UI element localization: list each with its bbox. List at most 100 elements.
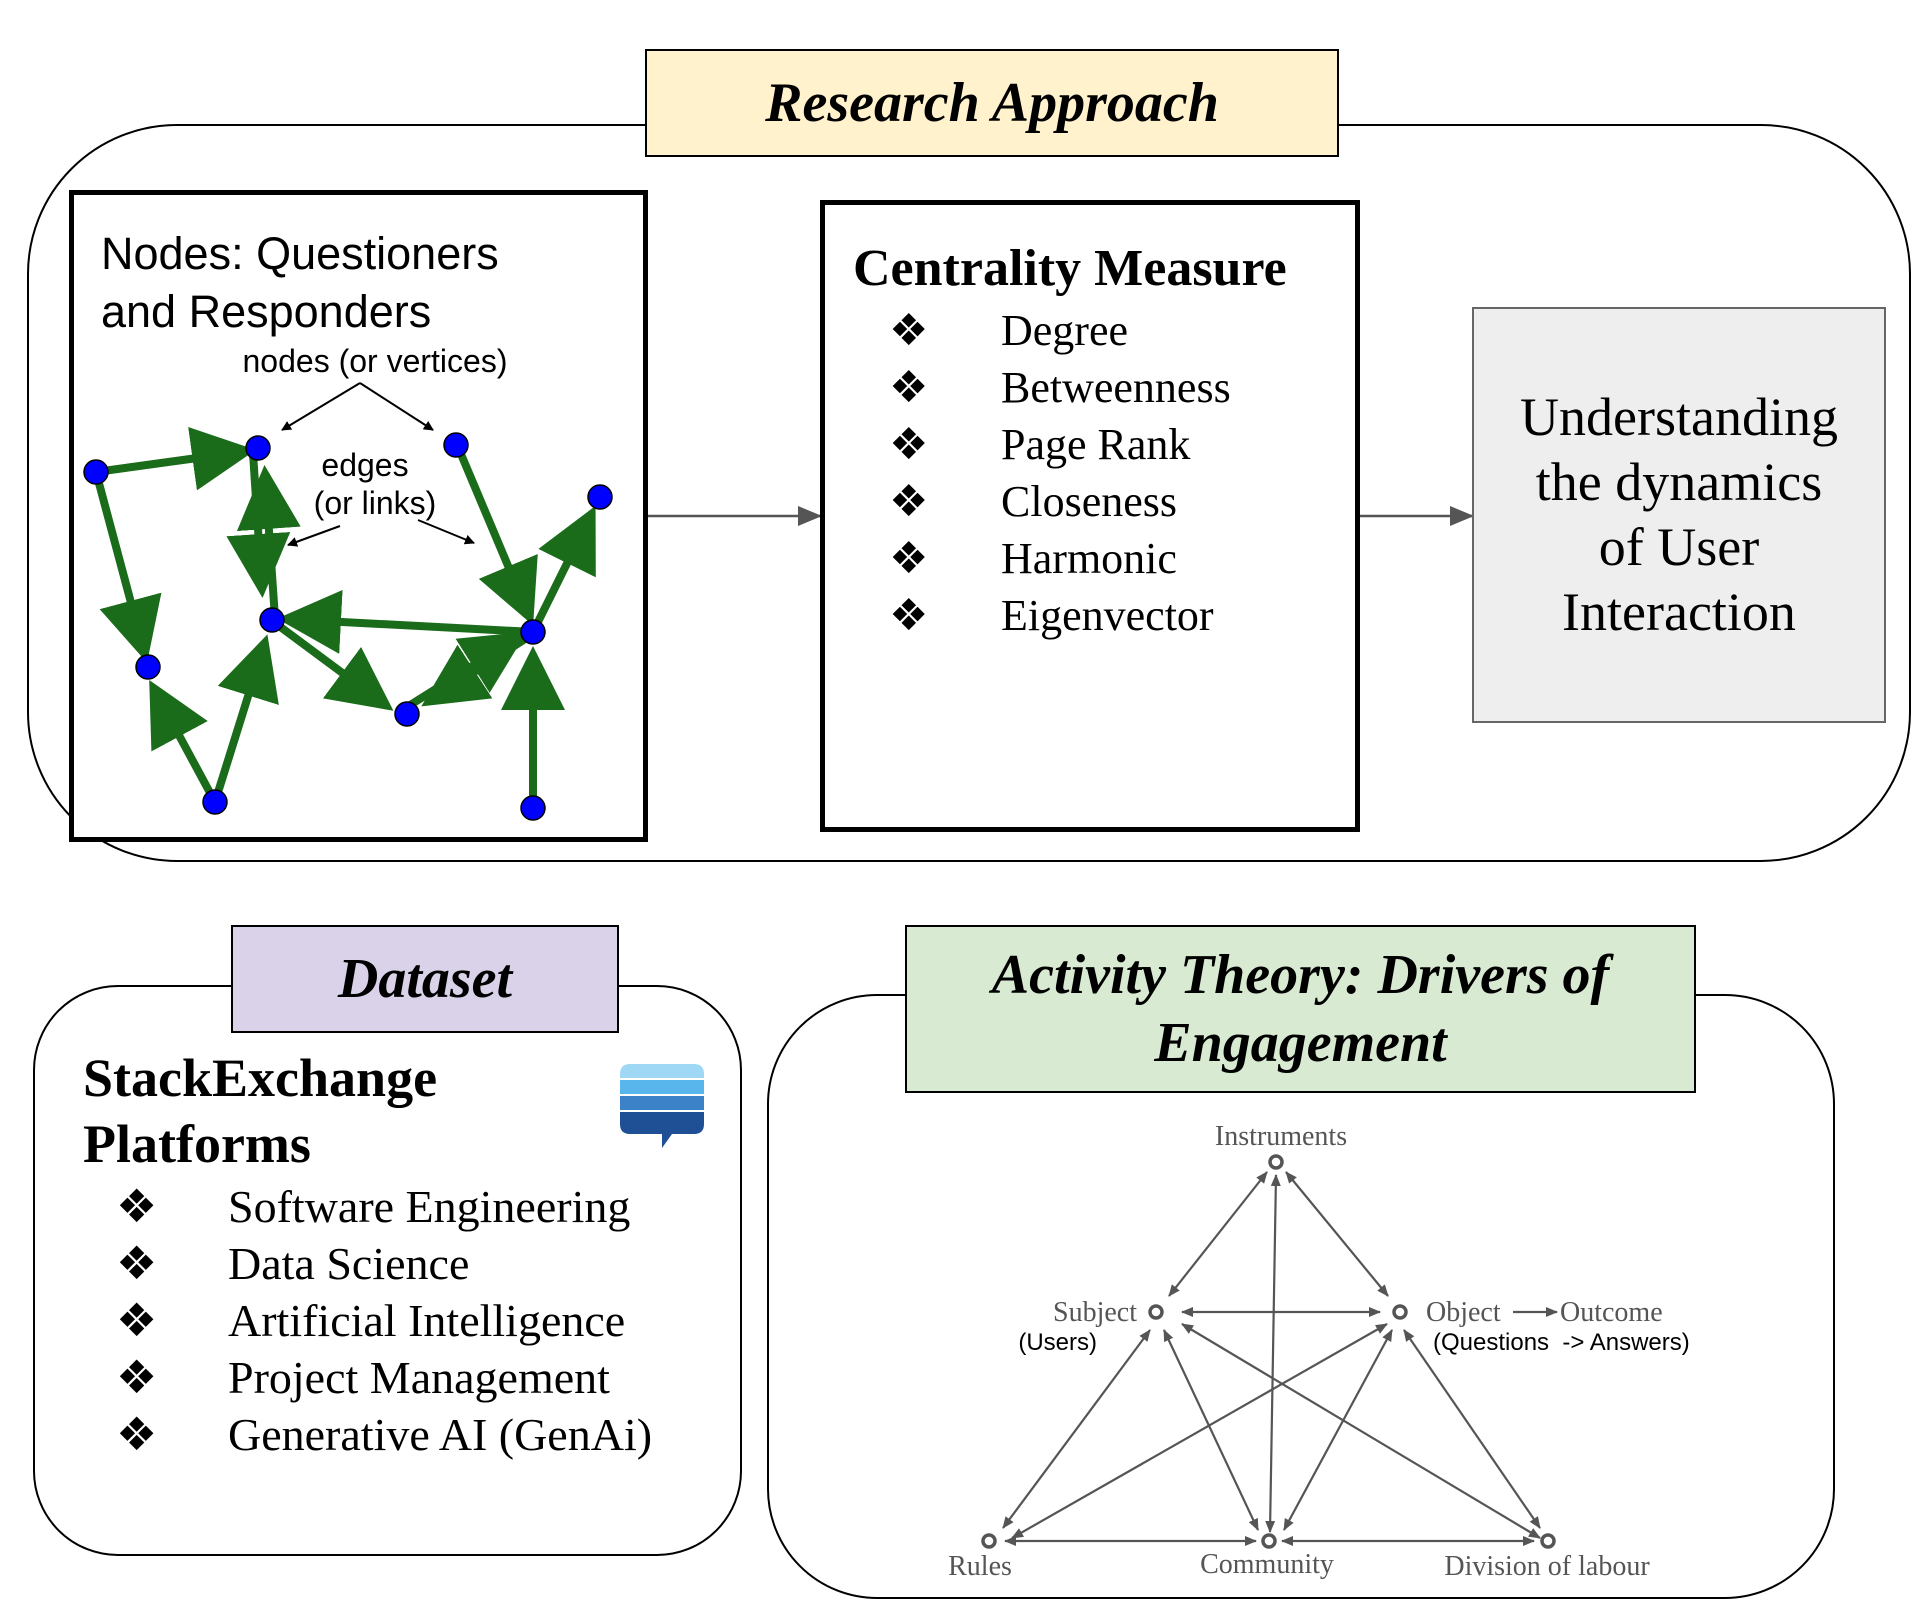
node-subject <box>1148 1304 1164 1320</box>
dataset-item-label: Software Engineering <box>228 1181 631 1232</box>
bullet-icon: ❖ <box>116 1293 158 1347</box>
dataset-item-data-science: ❖ Data Science <box>116 1235 716 1292</box>
graph-node <box>520 619 546 645</box>
edges-label-line1: edges <box>321 447 408 483</box>
graph-edges <box>92 426 596 807</box>
nodes-pointer-right <box>359 382 434 431</box>
dataset-item-software-engineering: ❖ Software Engineering <box>116 1178 716 1235</box>
bullet-icon: ❖ <box>116 1407 158 1461</box>
centrality-item-pagerank: ❖ Page Rank <box>889 416 1329 473</box>
label-division: Division of labour <box>1444 1551 1650 1582</box>
centrality-item-label: Eigenvector <box>1001 591 1214 640</box>
research-approach-title-text: Research Approach <box>765 72 1219 134</box>
label-subject-sub: (Users) <box>1018 1329 1097 1356</box>
outcome-line2: the dynamics <box>1535 452 1823 512</box>
graph-node <box>587 484 613 510</box>
dataset-item-generative-ai: ❖ Generative AI (GenAi) <box>116 1406 716 1463</box>
edge <box>454 445 538 626</box>
node-community <box>1261 1533 1277 1549</box>
graph-node <box>259 607 285 633</box>
outcome-line1: Understanding <box>1520 387 1838 447</box>
edge <box>211 634 279 804</box>
dataset-heading-line1: StackExchange <box>83 1048 438 1108</box>
outcome-line4: Interaction <box>1562 582 1796 642</box>
graph-node <box>83 459 109 485</box>
label-rules: Rules <box>948 1551 1012 1582</box>
edge-instruments-subject <box>1168 1171 1268 1297</box>
edge-object-division <box>1403 1329 1541 1529</box>
bullet-icon: ❖ <box>889 419 929 470</box>
centrality-item-closeness: ❖ Closeness <box>889 473 1329 530</box>
outcome-line3: of User <box>1598 517 1760 577</box>
edges-pointer-left <box>287 525 341 547</box>
node-rules <box>981 1533 997 1549</box>
edge <box>95 426 256 491</box>
activity-edges <box>1002 1171 1558 1546</box>
activity-theory-title: Activity Theory: Drivers of Engagement <box>905 925 1696 1093</box>
edge-subject-rules <box>1002 1329 1151 1529</box>
dataset-title: Dataset <box>231 925 619 1033</box>
graph-nodes <box>83 432 613 821</box>
bullet-icon: ❖ <box>889 590 929 641</box>
dataset-item-label: Project Management <box>228 1352 610 1403</box>
label-object: Object <box>1426 1297 1501 1328</box>
edge <box>92 470 162 663</box>
edges-label-line2: (or links) <box>314 485 437 521</box>
edge-object-community <box>1283 1329 1393 1531</box>
centrality-item-harmonic: ❖Harmonic <box>889 530 1329 587</box>
node-object <box>1392 1304 1408 1320</box>
graph-node <box>443 432 469 458</box>
edge <box>149 679 219 804</box>
dataset-title-text: Dataset <box>337 948 513 1010</box>
dataset-item-label: Generative AI (GenAi) <box>228 1409 653 1460</box>
centrality-list: ❖Degree ❖ Betweenness ❖ Page Rank ❖ Closene… <box>889 302 1329 644</box>
centrality-title: Centrality Measure <box>853 240 1287 297</box>
bullet-icon: ❖ <box>116 1236 158 1290</box>
graph-heading-line1: Nodes: Questioners <box>101 228 499 279</box>
edge <box>277 589 534 654</box>
dataset-item-artificial-intelligence: ❖ Artificial Intelligence <box>116 1292 716 1349</box>
research-approach-title: Research Approach <box>645 49 1339 157</box>
activity-labels: Instruments Subject (Users) Object Outco… <box>948 1121 1690 1582</box>
bullet-icon: ❖ <box>116 1350 158 1404</box>
centrality-item-label: Closeness <box>1001 477 1177 526</box>
graph-node <box>245 435 271 461</box>
graph-panel-heading: Nodes: Questioners and Responders <box>101 225 499 341</box>
nodes-pointer-left <box>281 382 361 431</box>
centrality-item-label: Page Rank <box>1001 420 1191 469</box>
activity-title-line2: Engagement <box>1154 1012 1447 1074</box>
centrality-item-label: Betweenness <box>1001 363 1231 412</box>
activity-title-line1: Activity Theory: Drivers of <box>991 944 1610 1006</box>
label-outcome: Outcome <box>1560 1297 1663 1328</box>
edge <box>236 465 301 619</box>
bullet-icon: ❖ <box>889 533 929 584</box>
bullet-icon: ❖ <box>889 305 929 356</box>
edges-pointer-right <box>417 519 475 545</box>
label-subject: Subject <box>1053 1297 1137 1328</box>
dataset-item-label: Data Science <box>228 1238 470 1289</box>
edge <box>268 616 394 711</box>
node-instruments <box>1268 1154 1284 1170</box>
dataset-heading: StackExchange Platforms <box>83 1045 437 1177</box>
dataset-list: ❖ Software Engineering ❖ Data Science ❖ Art… <box>116 1178 716 1463</box>
label-object-sub: (Questions -> Answers) <box>1433 1329 1690 1356</box>
centrality-item-degree: ❖Degree <box>889 302 1329 359</box>
centrality-panel: Centrality Measure ❖Degree ❖ Betweenness … <box>820 200 1360 832</box>
graph-node <box>135 654 161 680</box>
edge-object-rules <box>1011 1323 1388 1539</box>
centrality-item-eigenvector: ❖ Eigenvector <box>889 587 1329 644</box>
dataset-heading-line2: Platforms <box>83 1114 311 1174</box>
graph-node <box>520 795 546 821</box>
edge <box>529 505 596 634</box>
bullet-icon: ❖ <box>889 476 929 527</box>
graph-node <box>394 701 420 727</box>
graph-heading-line2: and Responders <box>101 286 432 337</box>
label-community: Community <box>1200 1549 1334 1580</box>
dataset-item-label: Artificial Intelligence <box>228 1295 626 1346</box>
bullet-icon: ❖ <box>889 362 929 413</box>
dataset-item-project-management: ❖ Project Management <box>116 1349 716 1406</box>
centrality-item-betweenness: ❖ Betweenness <box>889 359 1329 416</box>
edge-instruments-object <box>1285 1171 1389 1297</box>
bullet-icon: ❖ <box>116 1179 158 1233</box>
